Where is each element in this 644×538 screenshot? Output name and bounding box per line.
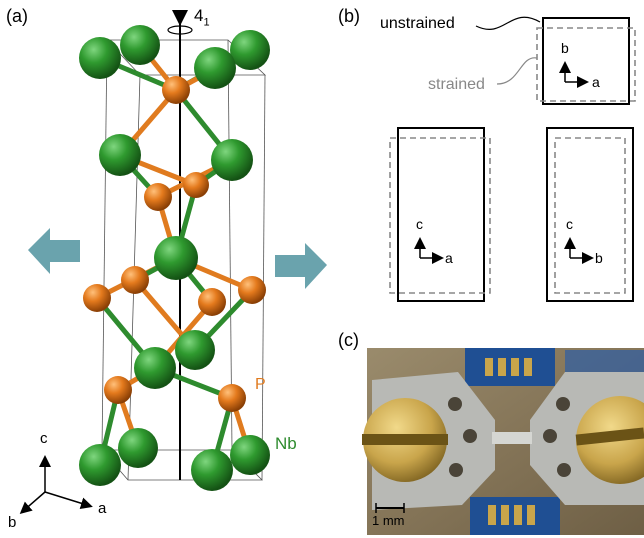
- left-axis-a-label: a: [445, 250, 453, 266]
- axis-a-label: a: [98, 500, 107, 517]
- top-axis-a-label: a: [592, 74, 600, 90]
- axes-triad: [19, 455, 93, 514]
- left-unstrained-rect: [397, 127, 485, 302]
- strain-arrow-left: [28, 228, 80, 274]
- strained-pointer: [496, 57, 538, 85]
- strain-arrow-right: [275, 243, 327, 289]
- strained-label: strained: [428, 76, 485, 93]
- left-axis-c-label: c: [416, 216, 423, 232]
- screw-axis-rotation-icon: [167, 25, 193, 35]
- panel-c-photo: [362, 348, 644, 535]
- scale-bar-label: 1 mm: [372, 513, 405, 528]
- panel-b: [389, 16, 636, 302]
- atom-nb-label: Nb: [275, 434, 297, 453]
- panel-c-label: (c): [338, 330, 359, 350]
- axis-c-label: c: [40, 430, 48, 447]
- unstrained-label: unstrained: [380, 15, 455, 32]
- right-axis-c-label: c: [566, 216, 573, 232]
- top-axis-b-label: b: [561, 40, 569, 56]
- screw-axis-subscript: 1: [203, 16, 210, 29]
- left-strained-rect: [389, 137, 491, 294]
- top-strained-rect: [536, 27, 636, 102]
- panel-a: [19, 10, 327, 514]
- screw-axis-label: 41: [194, 6, 210, 28]
- right-axis-b-label: b: [595, 250, 603, 266]
- unstrained-pointer: [475, 16, 541, 30]
- screw-axis-number: 4: [194, 6, 204, 25]
- atoms: [79, 25, 270, 491]
- top-unstrained-rect: [542, 17, 630, 105]
- atom-p-label: P: [255, 376, 266, 393]
- axis-b-label: b: [8, 514, 17, 531]
- right-unstrained-rect: [546, 127, 634, 302]
- right-strained-rect: [554, 137, 626, 294]
- panel-a-label: (a): [6, 6, 28, 26]
- panel-b-label: (b): [338, 6, 360, 26]
